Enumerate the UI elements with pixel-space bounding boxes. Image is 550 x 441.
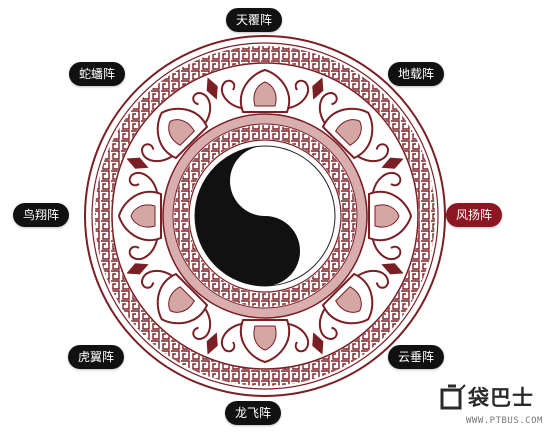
formation-dizai[interactable]: 地载阵 bbox=[387, 62, 445, 86]
formation-niaoxiang[interactable]: 鸟翔阵 bbox=[12, 203, 70, 227]
scroll-petal bbox=[368, 171, 413, 261]
ornament-diamond bbox=[126, 157, 149, 169]
yin-yang-icon bbox=[194, 145, 336, 287]
watermark-title: 袋巴士 bbox=[468, 385, 534, 410]
formation-fengyang[interactable]: 风扬阵 bbox=[445, 203, 503, 227]
scroll-petal bbox=[140, 91, 212, 163]
ornament-diamond bbox=[126, 263, 149, 275]
ornament-diamond bbox=[312, 332, 324, 355]
formation-huyi[interactable]: 虎翼阵 bbox=[67, 345, 125, 369]
ornament-diamond bbox=[381, 263, 404, 275]
scroll-petal bbox=[220, 68, 310, 113]
outer-fret-band bbox=[95, 46, 435, 386]
formation-longfei[interactable]: 龙飞阵 bbox=[224, 401, 282, 425]
formation-yunchui[interactable]: 云垂阵 bbox=[387, 345, 445, 369]
scroll-petal bbox=[220, 319, 310, 364]
formation-shepan[interactable]: 蛇蟠阵 bbox=[68, 62, 126, 86]
watermark: 袋巴士 WWW.PTBUS.COM bbox=[438, 382, 546, 436]
pocket-logo-icon bbox=[440, 384, 466, 410]
watermark-url: WWW.PTBUS.COM bbox=[466, 416, 543, 426]
formation-tianfu[interactable]: 天覆阵 bbox=[225, 8, 283, 32]
ornament-diamond bbox=[206, 332, 218, 355]
scroll-petal bbox=[318, 91, 390, 163]
ornament-diamond bbox=[312, 77, 324, 100]
scroll-ornament-ring bbox=[117, 68, 413, 364]
ornament-diamond bbox=[206, 77, 218, 100]
scroll-petal bbox=[117, 171, 162, 261]
scroll-petal bbox=[318, 269, 390, 341]
ornament-diamond bbox=[381, 157, 404, 169]
scroll-petal bbox=[140, 269, 212, 341]
